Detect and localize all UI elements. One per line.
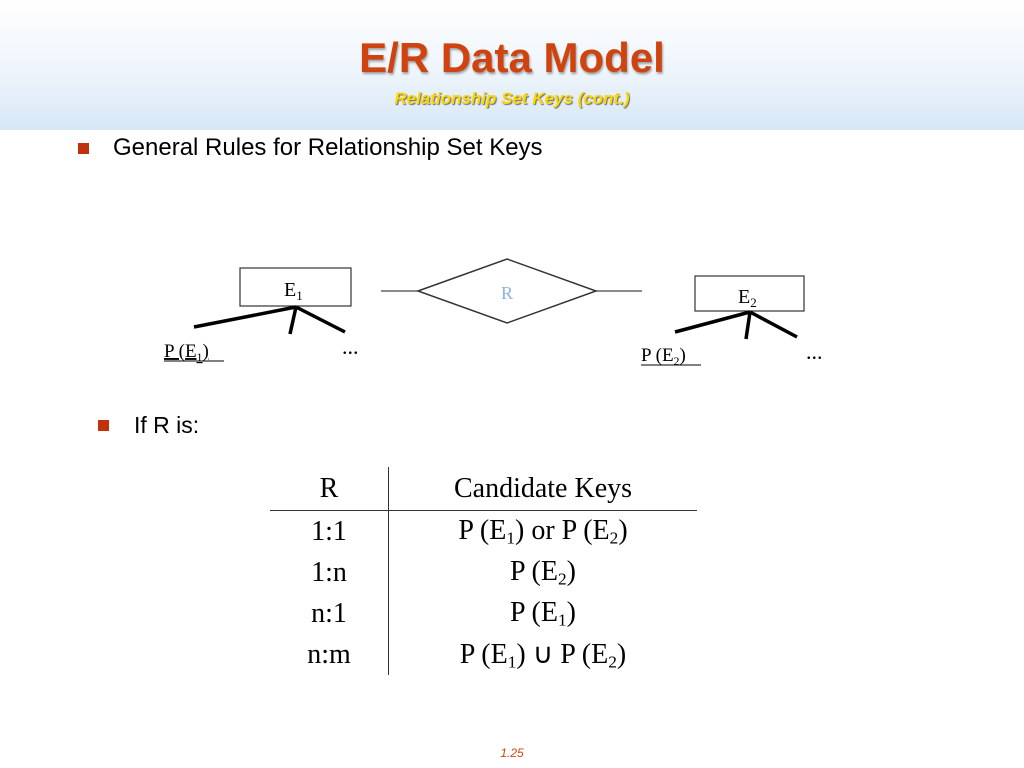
attr-line-e1-mid xyxy=(288,306,298,335)
key-subscript: 1 xyxy=(507,652,517,672)
attr-line-e1-right xyxy=(295,305,346,334)
attr-line-e2-right xyxy=(749,310,798,339)
relationship-label: R xyxy=(501,283,513,303)
header-band xyxy=(0,0,1024,130)
key-subscript: 2 xyxy=(609,528,619,548)
attr-line-e2-mid xyxy=(744,311,752,340)
bullet-text: General Rules for Relationship Set Keys xyxy=(113,134,543,161)
page-number: 1.25 xyxy=(500,746,524,760)
er-diagram: R E1 E2 P (E1) P (E2) ... ... xyxy=(164,258,823,368)
key-subscript: 2 xyxy=(557,569,567,589)
key-text: ) xyxy=(616,638,627,670)
entity-box-e1 xyxy=(239,267,352,307)
bullet-text: If R is: xyxy=(134,412,200,438)
header-r: R xyxy=(270,467,389,511)
candidate-key-cell: P (E1) xyxy=(389,593,698,634)
table-header-row: R Candidate Keys xyxy=(270,467,697,511)
key-subscript: 2 xyxy=(608,652,617,672)
square-bullet-icon xyxy=(78,142,89,154)
slide-subtitle: Relationship Set Keys (cont.) xyxy=(394,89,630,108)
bullet-if-r-is: If R is: xyxy=(98,412,199,439)
pkey-label-e1: P (E1) xyxy=(164,341,209,364)
attr-line-e1-left xyxy=(193,305,297,329)
key-subscript: 1 xyxy=(506,528,516,548)
cardinality-cell: 1:1 xyxy=(270,510,389,552)
cardinality-cell: n:1 xyxy=(270,593,389,634)
key-text: ) xyxy=(566,555,576,587)
bullet-general-rules: General Rules for Relationship Set Keys xyxy=(78,134,543,162)
ellipsis-e2: ... xyxy=(806,339,823,364)
candidate-key-cell: P (E1) or P (E2) xyxy=(389,511,698,553)
slide-title: E/R Data Model xyxy=(359,34,665,81)
candidate-key-cell: P (E1) ∪ P (E2) xyxy=(389,634,698,675)
key-text: ) or P (E xyxy=(515,514,610,546)
attr-line-e2-left xyxy=(674,310,751,334)
candidate-key-cell: P (E2) xyxy=(389,552,698,593)
cardinality-cell: 1:n xyxy=(270,552,389,593)
key-text: ) xyxy=(566,596,576,628)
relationship-diamond xyxy=(415,258,599,324)
key-text: ) xyxy=(618,514,628,546)
key-text: P (E xyxy=(510,596,558,628)
key-subscript: 1 xyxy=(557,610,567,630)
key-text: P (E xyxy=(458,514,507,546)
square-bullet-icon xyxy=(98,420,109,431)
ellipsis-e1: ... xyxy=(342,334,359,359)
pkey-label-e2: P (E2) xyxy=(641,345,686,368)
key-text: P (E xyxy=(459,638,508,670)
cardinality-cell: n:m xyxy=(270,634,389,675)
entity-label-e1: E1 xyxy=(284,279,303,303)
key-text: ) ∪ P (E xyxy=(516,638,609,670)
entity-label-e2: E2 xyxy=(738,286,757,310)
key-text: P (E xyxy=(510,555,558,587)
header-candidate-keys: Candidate Keys xyxy=(388,467,697,511)
